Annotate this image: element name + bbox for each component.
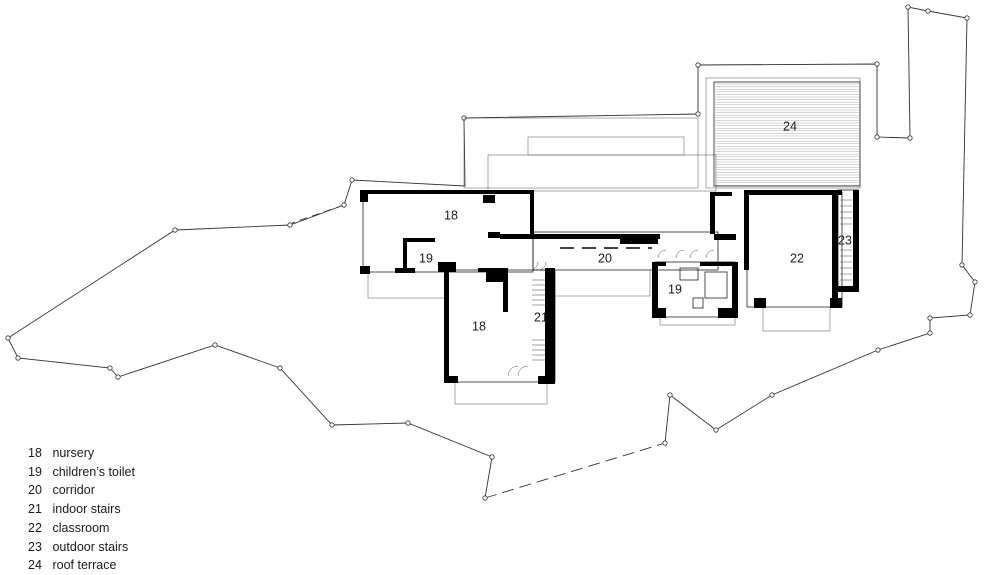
room-label-toilet-right: 19 [668, 282, 682, 296]
legend-number: 24 [28, 558, 42, 573]
building-outline [362, 189, 859, 405]
legend-text: corridor [52, 483, 95, 498]
legend-item: 20 corridor [28, 481, 135, 500]
room-label-corridor: 20 [598, 251, 612, 265]
room-label-classroom: 22 [790, 251, 804, 265]
legend-item: 22 classroom [28, 519, 135, 538]
legend-number: 18 [28, 446, 42, 460]
outdoor-stairs-treads [840, 199, 852, 281]
room-label-indoor-stairs: 21 [534, 310, 548, 324]
room-label-toilet-left: 19 [419, 251, 433, 265]
legend-number: 23 [28, 539, 42, 554]
site-boundary [7, 6, 976, 499]
legend-item: 24 roof terrace [28, 556, 135, 575]
boundary-nodes [5, 4, 978, 501]
roof-terrace [713, 81, 861, 187]
legend-number: 20 [28, 483, 42, 498]
legend-text: classroom [52, 520, 110, 535]
legend-item: 21 indoor stairs [28, 500, 135, 519]
legend-item: 23 outdoor stairs [28, 538, 135, 557]
legend-text: nursery [52, 446, 95, 460]
room-label-outdoor-stairs: 23 [838, 233, 852, 247]
room-label-roof-terrace: 24 [783, 119, 797, 133]
legend-text: indoor stairs [52, 502, 121, 517]
room-labels: 18 19 20 18 21 19 22 23 24 [419, 119, 852, 333]
corridor-details [507, 247, 728, 377]
legend-text: roof terrace [52, 558, 117, 573]
indoor-stairs-treads [532, 279, 545, 361]
legend-text: outdoor stairs [52, 539, 129, 554]
room-label-nursery-lower: 18 [472, 319, 486, 333]
legend-item: 18 nursery [28, 444, 135, 463]
legend: 18 nursery 19 children’s toilet 20 corri… [28, 444, 135, 575]
legend-number: 22 [28, 520, 42, 535]
legend-text: children’s toilet [52, 464, 135, 479]
walls [360, 190, 859, 384]
legend-number: 21 [28, 502, 42, 517]
room-label-nursery-upper: 18 [444, 208, 458, 222]
roof-outlines [463, 77, 861, 192]
legend-number: 19 [28, 464, 42, 479]
legend-item: 19 children’s toilet [28, 463, 135, 482]
